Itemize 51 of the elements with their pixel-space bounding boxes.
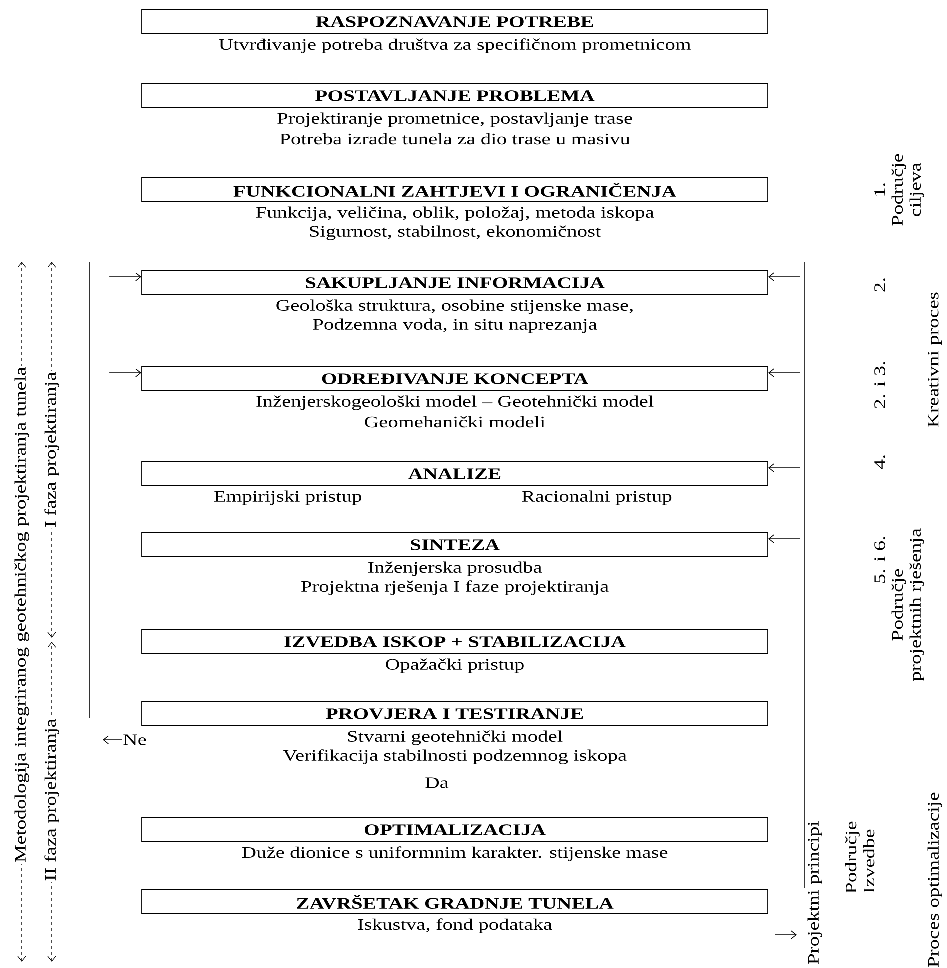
description-text: Potreba izrade tunela za dio trase u masivu [280, 133, 630, 145]
arrow [109, 272, 142, 282]
process-box: SAKUPLJANJE INFORMACIJA [142, 270, 768, 296]
process-box: OPTIMALIZACIJA [142, 818, 768, 842]
branch-label: Da [424, 776, 450, 790]
arrow [768, 272, 801, 282]
process-box: ODREĐIVANJE KONCEPTA [142, 366, 768, 392]
side-label: Područje projektnih rješenja [890, 519, 926, 691]
process-box: PROVJERA I TESTIRANJE [142, 702, 768, 726]
side-caption: II faza projektiranja [44, 718, 60, 882]
process-box: POSTAVLJANJE PROBLEMA [142, 84, 768, 108]
side-label: 4. [874, 453, 886, 471]
description-text: Duže dionice s uniformnim karakter. stijenske mase [242, 846, 668, 862]
process-box: ZAVRŠETAK GRADNJE TUNELA [142, 890, 768, 914]
side-caption: I faza projektiranja [44, 371, 60, 529]
description-text: Geomehanički modeli [365, 416, 546, 428]
side-label: 2. [874, 276, 886, 294]
side-label: Projektni principi [806, 820, 824, 966]
side-label: Područje ciljeva [890, 149, 926, 231]
side-caption: Metodologija integriranog geotehničkog projektiranja tunela [14, 366, 30, 864]
description-text: Projektiranje prometnice, postavljanje trase [278, 112, 632, 128]
description-text: Funkcija, veličina, oblik, položaj, metoda iskopa [256, 206, 654, 222]
process-box: RASPOZNAVANJE POTREBE [142, 10, 768, 34]
description-text: Projektna rješenja I faze projektiranja [302, 580, 609, 596]
description-text: Sigurnost, stabilnost, ekonomičnost [310, 226, 602, 240]
side-label: 1. [874, 181, 886, 199]
description-text: Empirijski pristup [214, 490, 362, 506]
process-box: ANALIZE [142, 462, 768, 486]
arrow [109, 368, 142, 378]
description-text: Inženjerska prosudba [368, 562, 542, 576]
description-text: Inženjerskogeološki model – Geotehnički model [256, 396, 654, 410]
arrow [768, 534, 801, 544]
description-text: Opažački pristup [386, 658, 524, 674]
side-label: 2. i 3. [874, 360, 886, 410]
side-label: Područje Izvedbe [844, 822, 876, 895]
description-text: Verifikacija stabilnosti podzemnog iskopa [283, 750, 627, 764]
process-box: IZVEDBA ISKOP + STABILIZACIJA [142, 630, 768, 654]
description-text: Geološka struktura, osobine stijenske mase, [276, 300, 633, 314]
process-box: FUNKCIONALNI ZAHTJEVI I OGRANIČENJA [142, 178, 768, 202]
process-box: SINTEZA [142, 532, 768, 558]
branch-label: Ne [122, 734, 148, 746]
description-text: Podzemna voda, in situ naprezanja [313, 318, 598, 334]
description-text: Racionalni pristup [522, 490, 672, 506]
description-text: Iskustva, fond podataka [358, 918, 552, 934]
description-text: Stvarni geotehnički model [348, 730, 563, 746]
side-label: Kreativni proces [927, 291, 944, 429]
side-label: Proces optimalizacije [926, 791, 944, 968]
side-label: 5. i 6. [874, 534, 886, 586]
arrow [768, 368, 801, 378]
arrow [768, 464, 801, 472]
description-text: Utvrđivanje potreba društva za specifičnom prometnicom [219, 38, 692, 54]
